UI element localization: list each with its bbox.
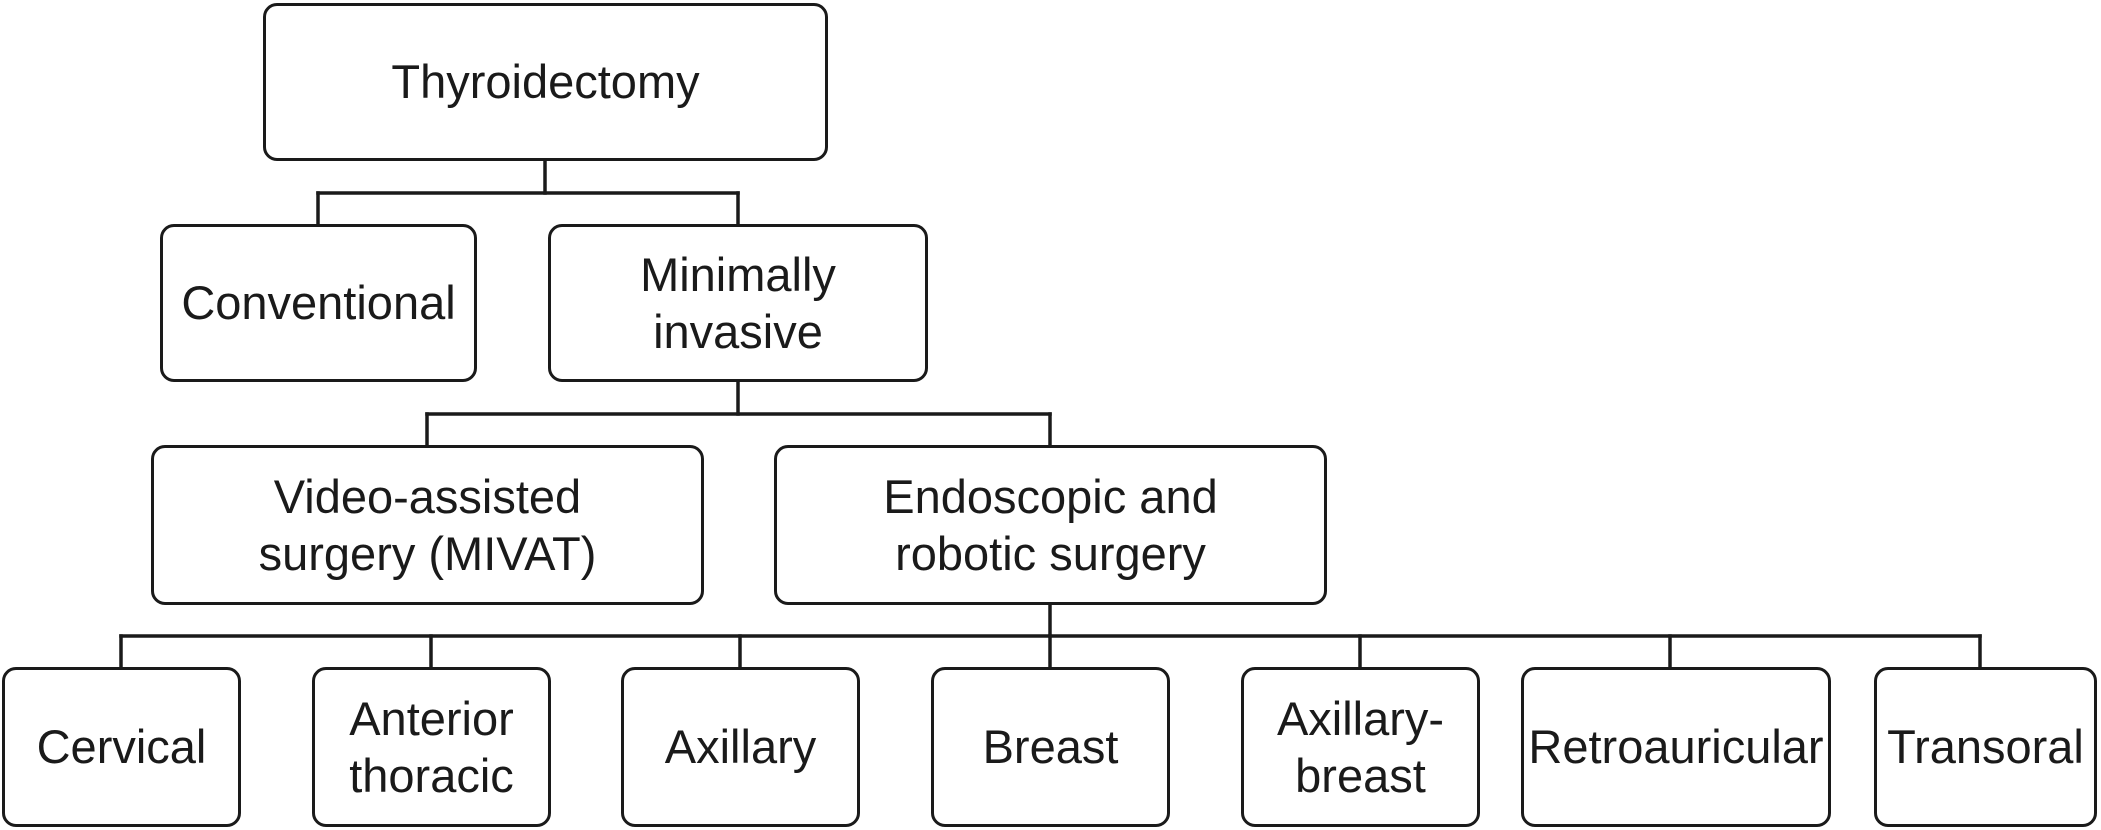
node-transoral: Transoral	[1874, 667, 2097, 827]
node-retroauricular: Retroauricular	[1521, 667, 1831, 827]
node-axillary-breast-label: Axillary- breast	[1276, 691, 1445, 802]
node-axillary: Axillary	[621, 667, 860, 827]
node-minimally-invasive: Minimally invasive	[548, 224, 928, 382]
node-video-assisted-label: Video-assisted surgery (MIVAT)	[258, 469, 597, 580]
node-endoscopic-robotic: Endoscopic and robotic surgery	[774, 445, 1327, 605]
node-breast: Breast	[931, 667, 1170, 827]
node-thyroidectomy-label: Thyroidectomy	[391, 55, 700, 109]
node-cervical: Cervical	[2, 667, 241, 827]
node-retroauricular-label: Retroauricular	[1528, 720, 1824, 774]
node-axillary-breast: Axillary- breast	[1241, 667, 1480, 827]
node-video-assisted: Video-assisted surgery (MIVAT)	[151, 445, 704, 605]
node-thyroidectomy: Thyroidectomy	[263, 3, 828, 161]
node-conventional-label: Conventional	[181, 276, 456, 330]
node-breast-label: Breast	[982, 720, 1119, 774]
node-endoscopic-robotic-label: Endoscopic and robotic surgery	[883, 469, 1218, 580]
node-cervical-label: Cervical	[36, 720, 207, 774]
node-anterior-thoracic-label: Anterior thoracic	[349, 691, 514, 802]
node-minimally-invasive-label: Minimally invasive	[640, 247, 836, 358]
node-transoral-label: Transoral	[1887, 720, 2084, 774]
node-anterior-thoracic: Anterior thoracic	[312, 667, 551, 827]
node-axillary-label: Axillary	[664, 720, 817, 774]
node-conventional: Conventional	[160, 224, 477, 382]
